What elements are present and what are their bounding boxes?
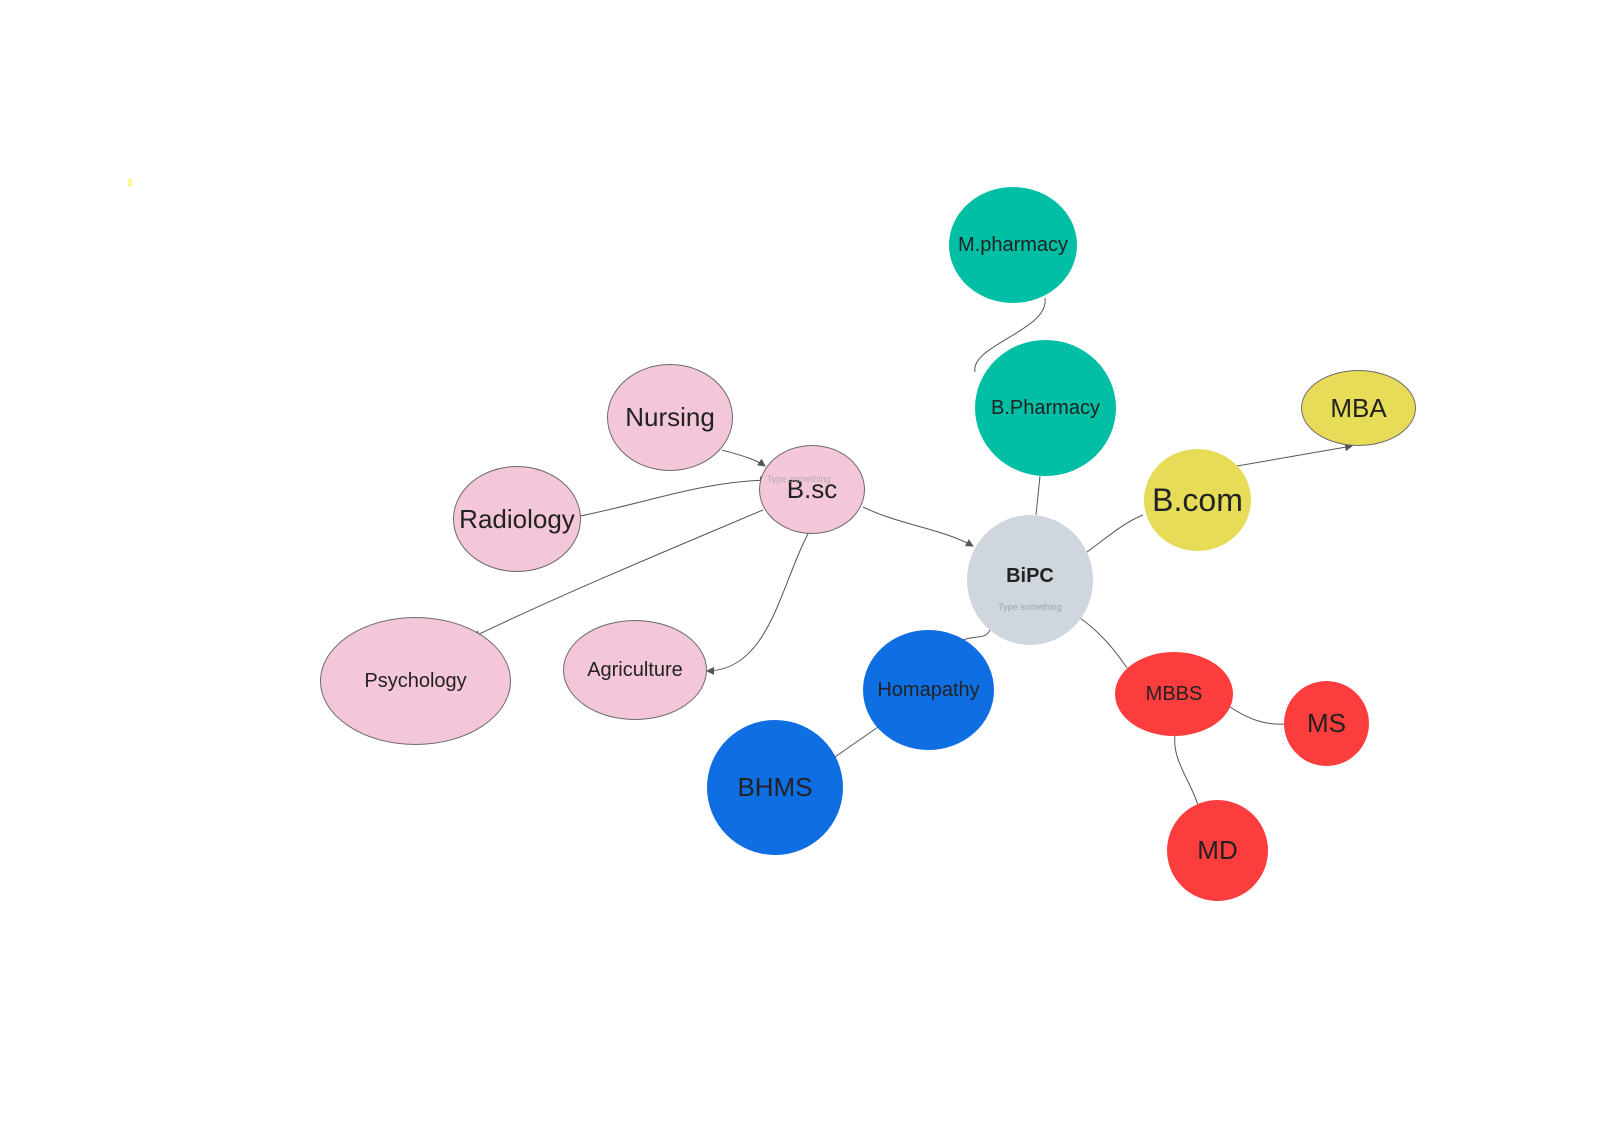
- stray-marker: [128, 178, 132, 187]
- node-label: Agriculture: [587, 658, 683, 681]
- node-mba[interactable]: MBA: [1301, 370, 1416, 446]
- connector-bcom-mba: [1236, 443, 1353, 467]
- node-label: Radiology: [459, 503, 575, 534]
- node-b-com[interactable]: B.com: [1144, 449, 1251, 551]
- connector-bsc-psychology: [472, 509, 764, 638]
- node-label: MBA: [1330, 392, 1387, 423]
- node-label: Psychology: [364, 669, 467, 692]
- connector-bipc-mbbs: [1079, 617, 1128, 669]
- connector-mbbs-ms: [1229, 706, 1286, 725]
- node-b-sc[interactable]: B.sc: [759, 445, 865, 534]
- node-label: MBBS: [1145, 682, 1203, 705]
- node-md[interactable]: MD: [1167, 800, 1268, 901]
- connector-bipc-bcom: [1086, 514, 1144, 553]
- node-bhms[interactable]: BHMS: [707, 720, 843, 855]
- node-ms[interactable]: MS: [1284, 681, 1369, 766]
- node-label: B.Pharmacy: [991, 396, 1100, 419]
- node-bipc-central[interactable]: BiPC Type something: [967, 515, 1093, 645]
- connector-bsc-bipc: [862, 506, 974, 547]
- node-homapathy[interactable]: Homapathy: [863, 630, 994, 750]
- node-radiology[interactable]: Radiology: [453, 466, 581, 572]
- node-psychology[interactable]: Psychology: [320, 617, 511, 745]
- node-label: B.sc: [786, 474, 838, 504]
- node-placeholder-hint: Type something: [998, 601, 1062, 612]
- connector-mpharmacy-bpharmacy: [974, 297, 1046, 373]
- node-agriculture[interactable]: Agriculture: [563, 620, 707, 720]
- connector-radiology-bsc: [579, 476, 768, 517]
- node-b-pharmacy[interactable]: B.Pharmacy: [975, 340, 1116, 476]
- node-label: B.com: [1152, 481, 1243, 518]
- node-label: M.pharmacy: [957, 233, 1069, 256]
- node-mbbs[interactable]: MBBS: [1115, 652, 1233, 736]
- connector-mbbs-md: [1174, 734, 1199, 806]
- connector-bsc-agriculture: [706, 529, 811, 675]
- node-label: Nursing: [625, 402, 715, 432]
- node-placeholder-hint: Type something: [767, 474, 831, 484]
- node-label: BiPC: [1006, 564, 1054, 587]
- node-nursing[interactable]: Nursing: [607, 364, 733, 471]
- node-label: MD: [1197, 835, 1238, 865]
- node-label: Homapathy: [877, 678, 980, 701]
- connector-bpharmacy-bipc: [1035, 475, 1041, 516]
- node-label: MS: [1307, 708, 1346, 738]
- node-m-pharmacy[interactable]: M.pharmacy: [949, 187, 1077, 303]
- connector-homapathy-bhms: [834, 726, 879, 758]
- connector-bipc-homapathy: [962, 629, 991, 641]
- node-label: BHMS: [737, 772, 813, 802]
- connector-nursing-bsc: [721, 449, 766, 467]
